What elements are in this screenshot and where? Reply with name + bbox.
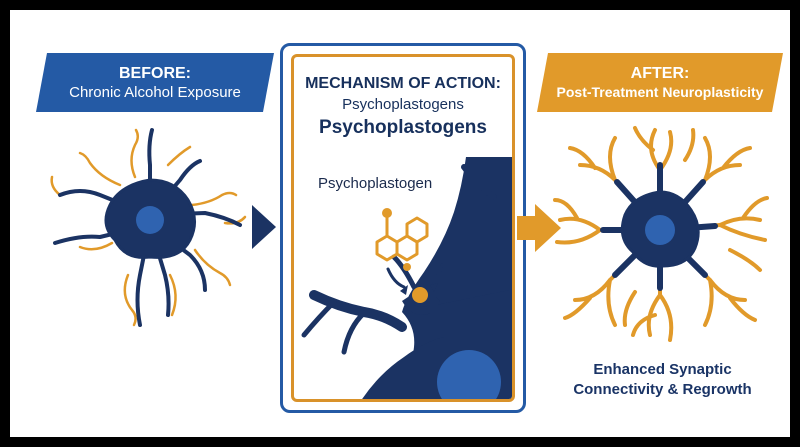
outcome-line-1: Enhanced Synaptic [593, 361, 732, 378]
mechanism-title: MECHANISM OF ACTION: [305, 75, 501, 92]
arrow-right-icon [252, 205, 276, 249]
mechanism-panel-inner: MECHANISM OF ACTION: Psychoplastogens Ps… [291, 54, 515, 402]
mechanism-subtitle: Psychoplastogens [342, 96, 464, 113]
after-banner: AFTER: Post-Treatment Neuroplasticity [537, 53, 783, 112]
after-heading: AFTER: [630, 64, 690, 82]
receptor-icon [386, 263, 444, 315]
arrow-right-icon [517, 204, 561, 252]
regrown-neuron-icon [553, 126, 769, 342]
before-subheading: Chronic Alcohol Exposure [69, 83, 241, 101]
outcome-caption: Enhanced Synaptic Connectivity & Regrowt… [550, 360, 775, 400]
molecule-label: Psychoplastogen [318, 175, 433, 192]
before-heading: BEFORE: [119, 64, 191, 82]
before-banner: BEFORE: Chronic Alcohol Exposure [36, 53, 274, 112]
outcome-line-2: Connectivity & Regrowth [573, 381, 752, 398]
after-subheading: Post-Treatment Neuroplasticity [556, 83, 764, 100]
mechanism-heading: Psychoplastogens [319, 117, 487, 138]
mechanism-panel: MECHANISM OF ACTION: Psychoplastogens Ps… [280, 43, 526, 413]
molecule-icon [375, 208, 429, 271]
diagram-canvas: BEFORE: Chronic Alcohol Exposure [10, 10, 790, 437]
damaged-neuron-icon [50, 128, 247, 327]
neuron-icon [301, 157, 512, 399]
